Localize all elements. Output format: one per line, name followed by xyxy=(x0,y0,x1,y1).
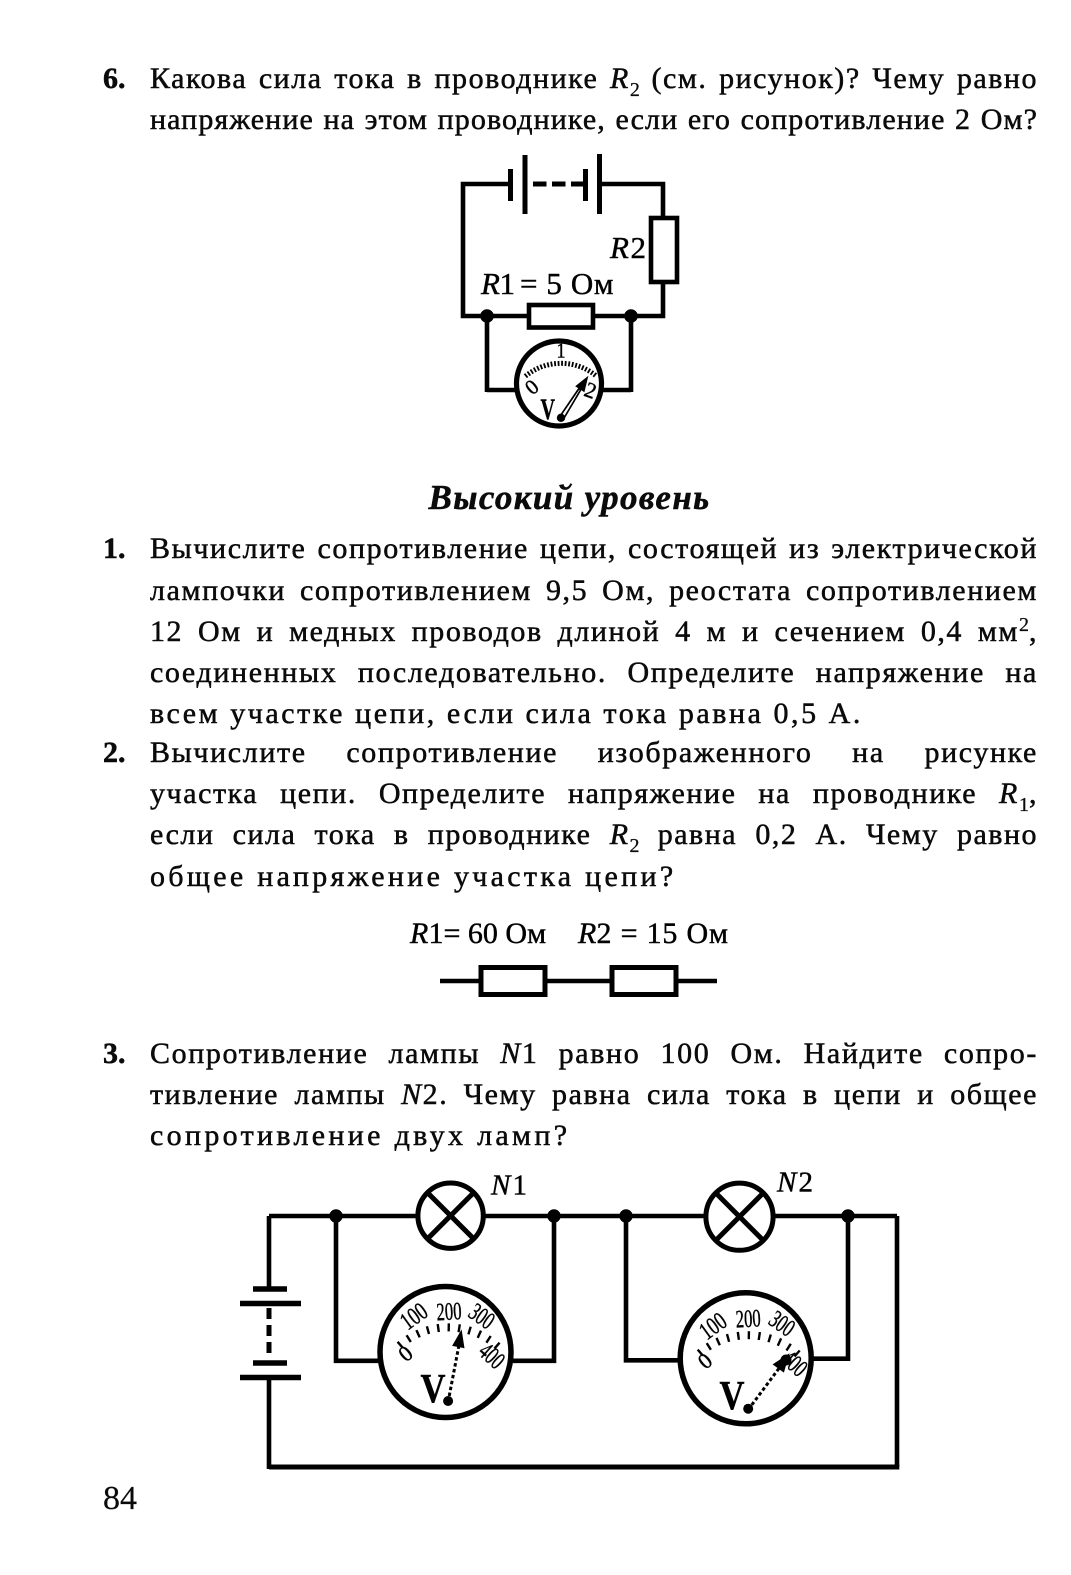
svg-text:N: N xyxy=(776,1167,798,1199)
svg-text:V: V xyxy=(720,1372,745,1418)
svg-text:2 = 15 Ом: 2 = 15 Ом xyxy=(597,917,729,950)
svg-text:1= 60 Ом: 1= 60 Ом xyxy=(429,917,547,950)
svg-text:R: R xyxy=(609,230,629,265)
svg-text:R: R xyxy=(577,917,596,950)
svg-text:200: 200 xyxy=(735,1305,761,1333)
svg-text:V: V xyxy=(421,1365,446,1411)
svg-text:1: 1 xyxy=(500,266,516,301)
svg-text:1: 1 xyxy=(513,1170,528,1202)
svg-text:200: 200 xyxy=(436,1298,462,1326)
svg-text:1: 1 xyxy=(557,339,566,363)
svg-text:V: V xyxy=(541,393,556,426)
svg-text:N: N xyxy=(490,1170,512,1202)
svg-text:2: 2 xyxy=(799,1167,814,1199)
svg-text:= 5 Ом: = 5 Ом xyxy=(520,266,614,301)
svg-text:R: R xyxy=(409,917,428,950)
svg-text:R: R xyxy=(480,266,500,301)
svg-text:2: 2 xyxy=(631,230,647,265)
